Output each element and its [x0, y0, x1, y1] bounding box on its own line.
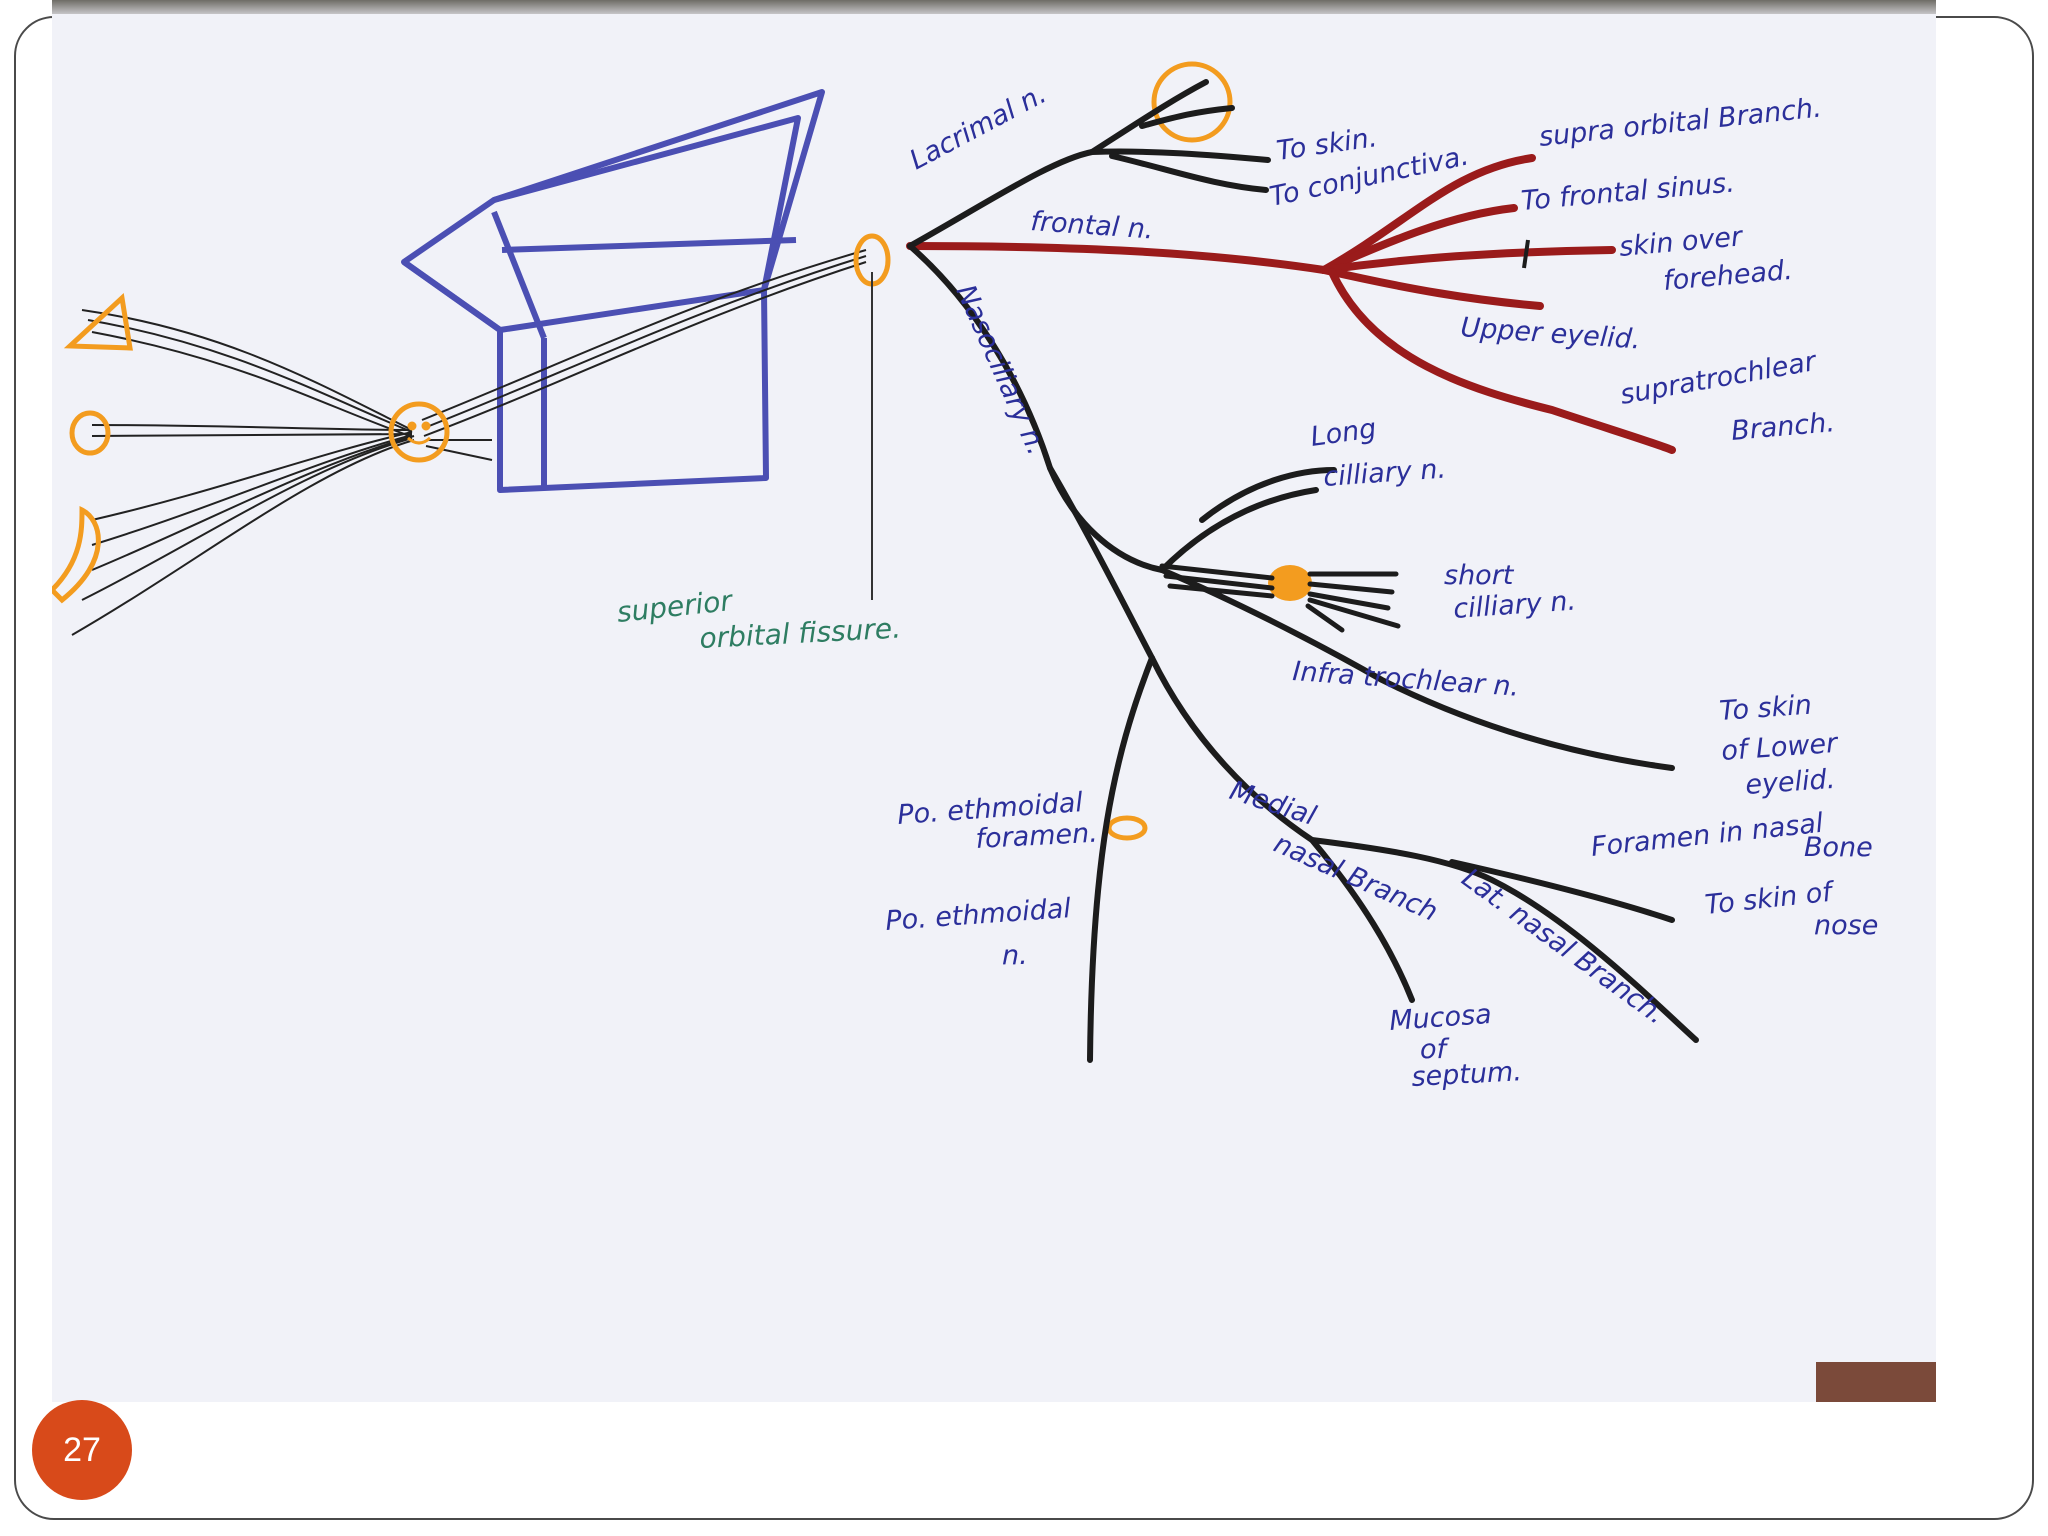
label-skin-over-line1: skin over	[1618, 221, 1745, 263]
label-po-ethmoidal-n-line1: Po. ethmoidal	[884, 893, 1072, 937]
ciliary-ganglion	[1268, 565, 1312, 601]
label-supraorbital: supra orbital Branch.	[1537, 92, 1823, 152]
label-foramen-nasal-line2: Bone	[1804, 832, 1873, 863]
label-mucosa-line1: Mucosa	[1388, 999, 1492, 1037]
diagram-drawing: Lacrimal n. To skin. To conjunctiva. fro…	[52, 61, 1878, 1093]
orbit-walls	[401, 89, 825, 493]
nasociliary-nerve-branches	[907, 243, 1699, 1063]
label-supratrochlear-line1: supratrochlear	[1618, 346, 1820, 411]
label-infratrochlear: Infra trochlear n.	[1292, 656, 1521, 703]
page-number-badge: 27	[32, 1400, 132, 1500]
label-lower-eyelid-line3: eyelid.	[1744, 764, 1836, 801]
lacrimal-nerve-branches	[907, 79, 1271, 249]
label-short-ciliary-line2: cilliary n.	[1452, 585, 1577, 624]
label-foramen-nasal-line1: Foramen in nasal	[1589, 808, 1825, 863]
label-mucosa-line3: septum.	[1411, 1056, 1523, 1093]
photo-desk-corner	[1816, 1362, 1936, 1402]
frontal-nerve-branches	[906, 154, 1676, 454]
label-superior-orbital-fissure-line2: orbital fissure.	[699, 611, 902, 655]
label-skin-nose-line2: nose	[1814, 910, 1878, 941]
label-lacrimal: Lacrimal n.	[905, 79, 1052, 177]
label-skin-over-line2: forehead.	[1662, 255, 1794, 297]
hand-drawn-nerve-diagram: Lacrimal n. To skin. To conjunctiva. fro…	[52, 0, 1936, 1402]
label-to-frontal-sinus: To frontal sinus.	[1520, 167, 1736, 217]
label-medial-nasal-line1: Medial	[1226, 775, 1320, 832]
label-long-ciliary-line1: Long	[1309, 413, 1378, 453]
photo-top-shadow	[52, 0, 1936, 14]
label-frontal: frontal n.	[1030, 206, 1155, 246]
label-upper-eyelid: Upper eyelid.	[1460, 312, 1642, 355]
label-long-ciliary-line2: cilliary n.	[1322, 453, 1447, 492]
label-nasociliary: Nasociliary n.	[950, 280, 1053, 459]
short-ciliary-nerves	[1159, 563, 1401, 633]
orange-markers	[52, 61, 1233, 841]
ganglion-face	[406, 421, 432, 445]
label-to-skin: To skin.	[1275, 122, 1380, 167]
nerve-fibres-left	[71, 249, 867, 636]
label-po-ethmoidal-n-line2: n.	[1002, 940, 1028, 971]
label-lower-eyelid-line2: of Lower	[1720, 728, 1840, 767]
label-po-ethmoidal-foramen-line2: foramen.	[975, 818, 1099, 855]
label-mucosa-line2: of	[1420, 1034, 1450, 1065]
label-supratrochlear-line2: Branch.	[1730, 407, 1836, 447]
frontal-nerve-tick	[1522, 239, 1530, 269]
label-lower-eyelid-line1: To skin	[1718, 690, 1813, 727]
label-short-ciliary-line1: short	[1444, 560, 1515, 591]
